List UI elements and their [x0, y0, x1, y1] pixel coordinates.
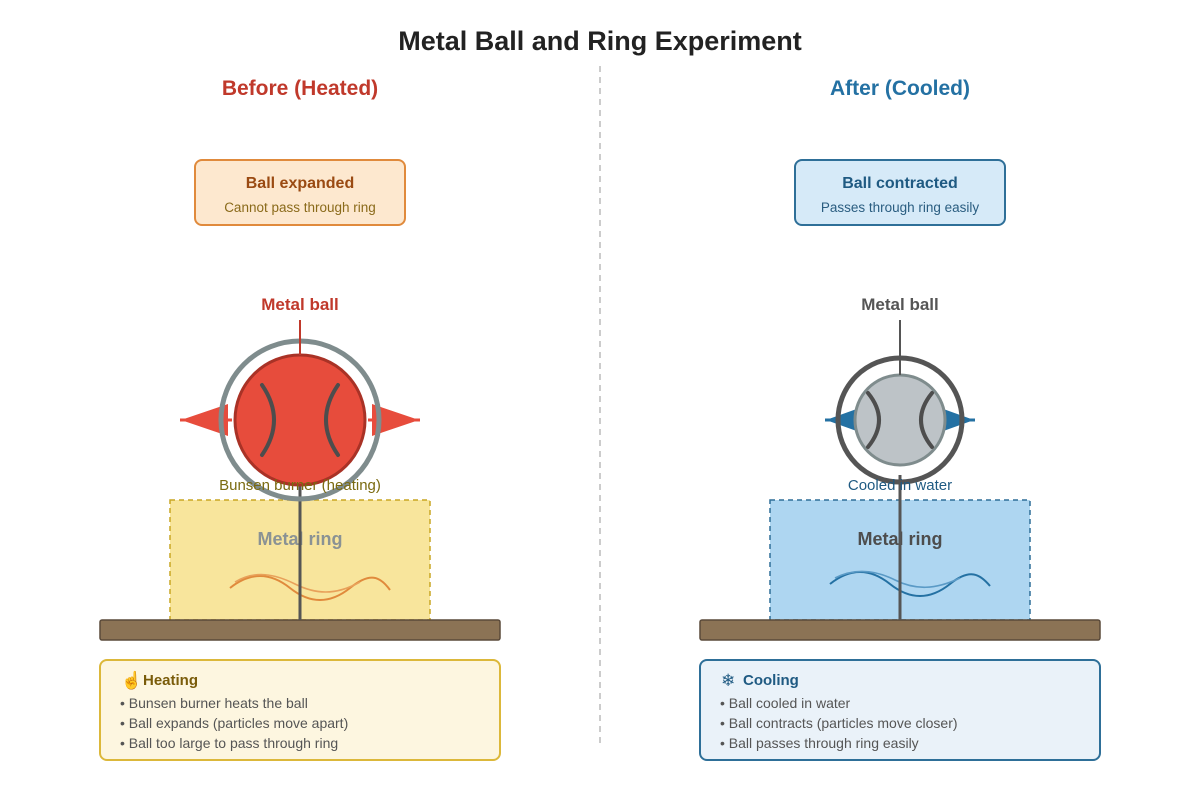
before-info-item-2: • Ball expands (particles move apart) [120, 715, 348, 731]
after-state-callout: Ball contracted Passes through ring easi… [794, 159, 1006, 226]
before-info-box: ☝ Heating • Bunsen burner heats the ball… [99, 659, 501, 761]
after-info-item-1: • Ball cooled in water [720, 695, 851, 711]
before-state-title: Ball expanded [246, 175, 354, 192]
after-heading: After (Cooled) [830, 77, 970, 100]
before-state-box [194, 159, 406, 226]
after-metal-ball [853, 373, 947, 467]
after-table [699, 619, 1101, 641]
after-info-box: ❄ Cooling • Ball cooled in water • Ball … [699, 659, 1101, 761]
before-state-callout: Ball expanded Cannot pass through ring [194, 159, 406, 226]
after-info-item-3: • Ball passes through ring easily [720, 735, 919, 751]
after-panel: After (Cooled) Ball contracted Passes th… [699, 77, 1101, 761]
before-info-frame [99, 659, 501, 761]
before-panel: Before (Heated) Ball expanded Cannot pas… [99, 77, 501, 761]
after-state-subtitle: Passes through ring easily [821, 200, 980, 215]
flame-wave-2 [234, 573, 361, 593]
diagram-title: Metal Ball and Ring Experiment [398, 26, 802, 56]
ball-particle-arc-right [919, 391, 934, 449]
before-info-item-1: • Bunsen burner heats the ball [120, 695, 308, 711]
flame-wave-1 [229, 575, 391, 601]
before-ball-label: Metal ball [261, 295, 338, 314]
water-wave-2 [834, 570, 961, 589]
before-source-label: Bunsen burner (heating) [219, 477, 381, 494]
before-info-title: Heating [143, 672, 198, 689]
before-heading: Before (Heated) [222, 77, 378, 100]
ball-particle-arc-right [324, 383, 340, 457]
before-info-item-3: • Ball too large to pass through ring [120, 735, 338, 751]
snowflake-icon: ❄ [721, 671, 735, 690]
before-table [99, 619, 501, 641]
ball-particle-arc-left [260, 383, 276, 457]
after-info-frame [699, 659, 1101, 761]
before-metal-ball [233, 353, 367, 487]
before-state-subtitle: Cannot pass through ring [224, 200, 376, 215]
after-ball-label: Metal ball [861, 295, 938, 314]
after-source-label: Cooled in water [848, 477, 952, 494]
after-state-box [794, 159, 1006, 226]
after-state-title: Ball contracted [842, 175, 958, 192]
after-info-item-2: • Ball contracts (particles move closer) [720, 715, 958, 731]
hand-pointing-icon: ☝ [121, 670, 142, 691]
ball-particle-arc-left [866, 391, 881, 449]
after-info-title: Cooling [743, 672, 799, 689]
